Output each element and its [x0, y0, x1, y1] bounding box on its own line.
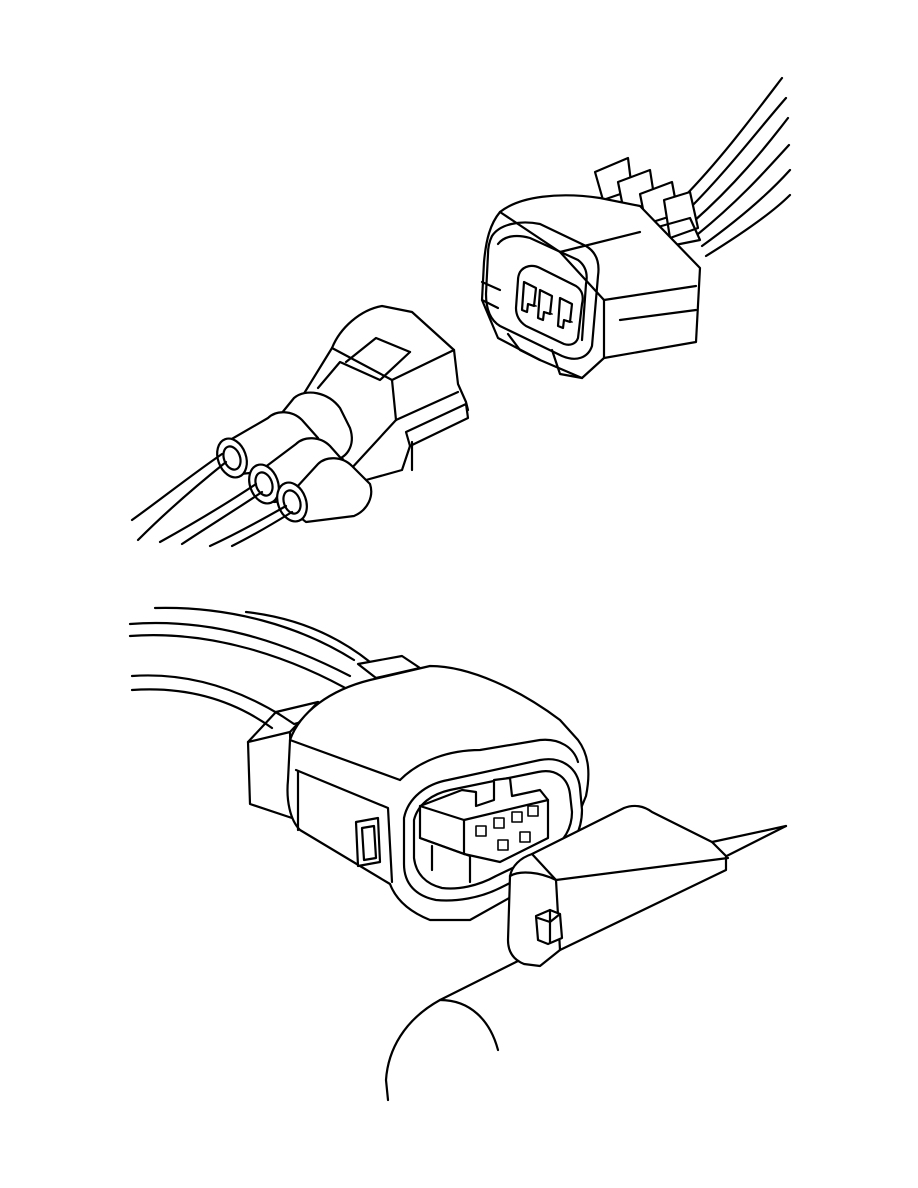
- top-connector-pair: [130, 76, 792, 548]
- upper-connector-wires: [681, 76, 792, 258]
- harness-wires: [128, 606, 372, 730]
- male-connector-wires: [130, 452, 294, 548]
- bottom-connector-assembly: [128, 606, 788, 1102]
- control-module-socket: [384, 804, 788, 1102]
- three-wire-male-connector: [216, 304, 470, 524]
- three-wire-female-connector: [480, 156, 702, 380]
